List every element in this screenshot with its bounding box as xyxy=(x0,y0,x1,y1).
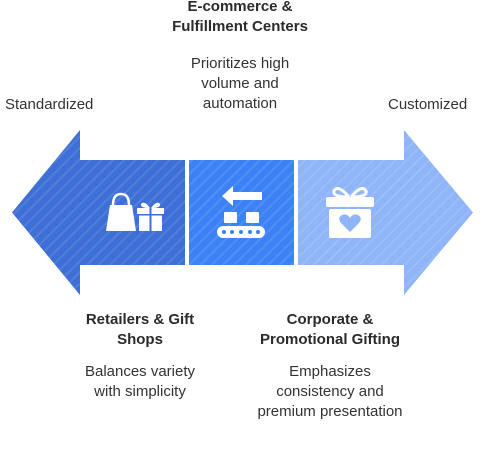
segment-shape-corporate xyxy=(298,130,473,295)
segment-title-retailers: Retailers & Gift Shops xyxy=(85,311,195,348)
right-axis-label: Customized xyxy=(388,96,468,113)
segment-desc-retailers: Balances variety with simplicity xyxy=(84,363,196,400)
segment-desc-ecommerce: Prioritizes high volume and automation xyxy=(190,55,290,112)
segment-shape-ecommerce xyxy=(189,160,294,265)
gift-heart-icon xyxy=(326,187,374,238)
left-axis-label: Standardized xyxy=(5,96,94,113)
segment-shape-retailers xyxy=(12,130,185,295)
segment-desc-corporate: Emphasizes consistency and premium prese… xyxy=(257,363,403,420)
conveyor-belt-icon xyxy=(217,186,265,238)
segment-title-ecommerce: E-commerce & Fulfillment Centers xyxy=(172,0,308,35)
shopping-bag-gift-icon xyxy=(106,192,164,231)
segment-title-corporate: Corporate & Promotional Gifting xyxy=(260,311,400,348)
